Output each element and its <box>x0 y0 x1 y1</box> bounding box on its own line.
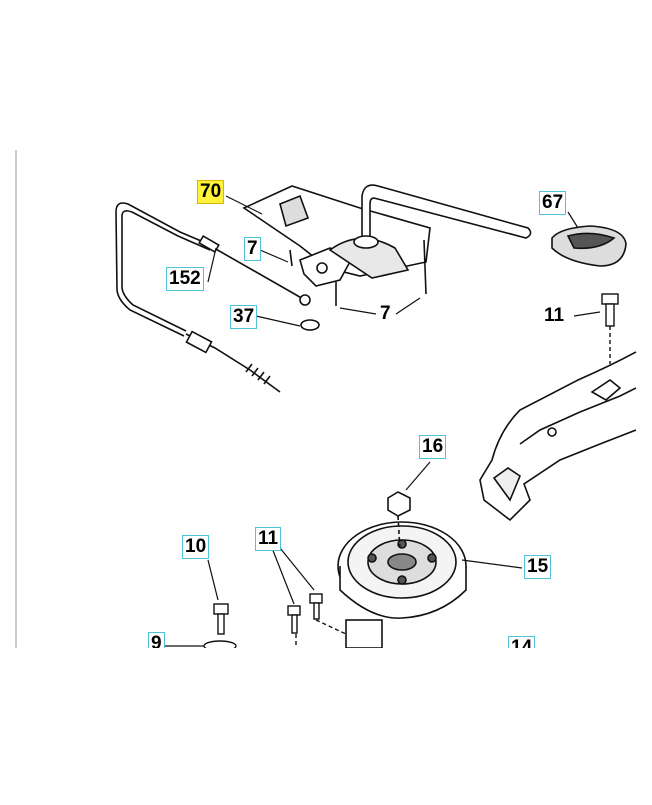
callout-11-top[interactable]: 11 <box>544 305 565 326</box>
lever-bracket <box>242 184 532 331</box>
callout-37[interactable]: 37 <box>230 305 258 329</box>
callout-7-second[interactable]: 7 <box>380 303 391 324</box>
deck-frame <box>479 351 637 522</box>
callout-15[interactable]: 15 <box>524 555 552 579</box>
control-knob <box>551 225 627 267</box>
callout-152[interactable]: 152 <box>166 267 204 291</box>
callout-11[interactable]: 11 <box>255 527 282 551</box>
callout-7[interactable]: 7 <box>244 237 261 261</box>
leader-lines <box>164 195 601 647</box>
callout-67[interactable]: 67 <box>539 191 567 215</box>
cable-assembly <box>115 202 306 393</box>
callout-16[interactable]: 16 <box>419 435 447 459</box>
callout-70[interactable]: 70 <box>197 180 225 204</box>
lower-bolts <box>203 593 347 652</box>
pulley <box>337 491 467 649</box>
bolt <box>601 293 619 364</box>
blank-margin <box>0 648 652 800</box>
callout-10[interactable]: 10 <box>182 535 210 559</box>
